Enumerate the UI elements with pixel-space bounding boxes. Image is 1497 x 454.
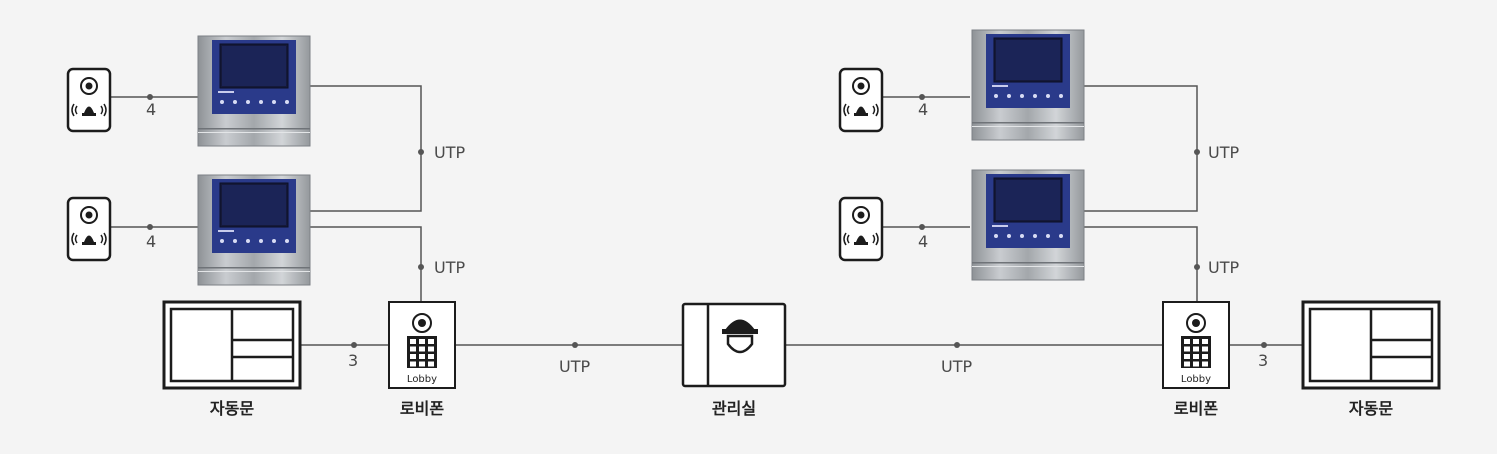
guard-room-caption: 관리실: [712, 399, 756, 418]
wire-count-label: 3: [1258, 351, 1268, 370]
junction-dots: [147, 94, 1267, 348]
video-monitor: [197, 35, 311, 147]
wiring-lines: [110, 85, 1303, 346]
lobby-phone-caption: 로비폰: [1174, 399, 1218, 418]
utp-label: UTP: [1208, 258, 1239, 277]
video-monitor: [971, 29, 1085, 141]
wire-count-label: 3: [348, 351, 358, 370]
door-camera-icon: [838, 196, 884, 262]
auto-door-caption: 자동문: [210, 399, 254, 418]
auto-door-icon: [1301, 300, 1441, 390]
lobby-text: Lobby: [407, 374, 437, 385]
door-camera-icon: [838, 67, 884, 133]
auto-door-icon: [162, 300, 302, 390]
wire-count-label: 4: [146, 100, 156, 119]
guard-room-icon: [681, 302, 787, 388]
utp-label: UTP: [434, 143, 465, 162]
utp-label: UTP: [941, 357, 972, 376]
wire-count-label: 4: [918, 232, 928, 251]
wire-count-label: 4: [918, 100, 928, 119]
video-monitor: [971, 169, 1085, 281]
lobby-text: Lobby: [1181, 374, 1211, 385]
door-camera-icon: [66, 67, 112, 133]
utp-label: UTP: [434, 258, 465, 277]
lobby-phone-caption: 로비폰: [400, 399, 444, 418]
wire-count-label: 4: [146, 232, 156, 251]
utp-label: UTP: [1208, 143, 1239, 162]
auto-door-caption: 자동문: [1349, 399, 1393, 418]
utp-label: UTP: [559, 357, 590, 376]
door-camera-icon: [66, 196, 112, 262]
video-monitor: [197, 174, 311, 286]
